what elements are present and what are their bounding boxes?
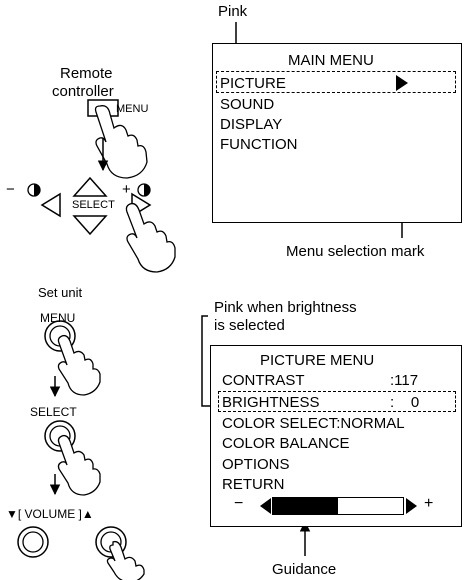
picture-menu-color-balance[interactable]: COLOR BALANCE (222, 435, 350, 452)
select-label: SELECT (72, 199, 115, 211)
brightness-plus-icon (137, 183, 151, 197)
guidance-left-arrow-icon (260, 498, 271, 514)
picture-menu-contrast-label[interactable]: CONTRAST (222, 372, 305, 389)
picture-menu-color-select[interactable]: COLOR SELECT:NORMAL (222, 415, 405, 432)
guidance-minus-symbol: − (234, 495, 244, 512)
main-menu-item-function[interactable]: FUNCTION (220, 136, 298, 153)
volume-up-hand-icon (106, 540, 145, 580)
volume-label: ▼[ VOLUME ]▲ (6, 507, 94, 521)
guidance-plus-symbol: + (424, 495, 434, 512)
picture-menu-brightness-value: : 0 (390, 394, 420, 411)
menu-selection-mark-icon (396, 75, 408, 91)
right-plus-symbol: + (122, 181, 131, 198)
picture-menu-screen (210, 345, 462, 527)
menu-selection-mark-label: Menu selection mark (286, 243, 425, 260)
select-hand-icon (125, 202, 176, 273)
picture-menu-return[interactable]: RETURN (222, 476, 285, 493)
brightness-selection-highlight (218, 391, 456, 412)
set-unit-menu-label: MENU (40, 311, 76, 325)
guidance-label: Guidance (272, 561, 337, 578)
up-triangle-button (72, 176, 108, 197)
guidance-bar-fill (273, 498, 338, 514)
main-menu-item-picture[interactable]: PICTURE (220, 75, 286, 92)
down-triangle-button (72, 215, 108, 236)
picture-menu-title: PICTURE MENU (260, 352, 375, 369)
picture-menu-options[interactable]: OPTIONS (222, 456, 290, 473)
set-unit-label: Set unit (38, 285, 83, 300)
set-unit-select-hand-icon (57, 434, 101, 496)
pink-note-line2: is selected (214, 317, 285, 334)
picture-menu-brightness-label[interactable]: BRIGHTNESS (222, 394, 320, 411)
brightness-minus-icon (27, 183, 41, 197)
picture-menu-contrast-value: :117 (390, 372, 419, 389)
remote-label-line1: Remote (60, 65, 113, 82)
pink-note-line1: Pink when brightness (214, 299, 357, 316)
main-menu-item-sound[interactable]: SOUND (220, 96, 275, 113)
picture-selection-highlight (216, 71, 456, 93)
guidance-right-arrow-icon (406, 498, 417, 514)
main-menu-title: MAIN MENU (288, 52, 374, 69)
guidance-bar[interactable] (272, 497, 404, 515)
remote-label-line2: controller (52, 83, 114, 100)
set-unit-select-label: SELECT (30, 405, 77, 419)
left-triangle-button (40, 192, 61, 218)
remote-menu-label: MENU (116, 103, 149, 115)
volume-down-button (17, 526, 49, 558)
set-unit-menu-hand-icon (57, 334, 101, 396)
pink-label: Pink (218, 3, 248, 20)
main-menu-screen (212, 43, 462, 223)
left-minus-symbol: − (6, 181, 15, 198)
main-menu-item-display[interactable]: DISPLAY (220, 116, 283, 133)
